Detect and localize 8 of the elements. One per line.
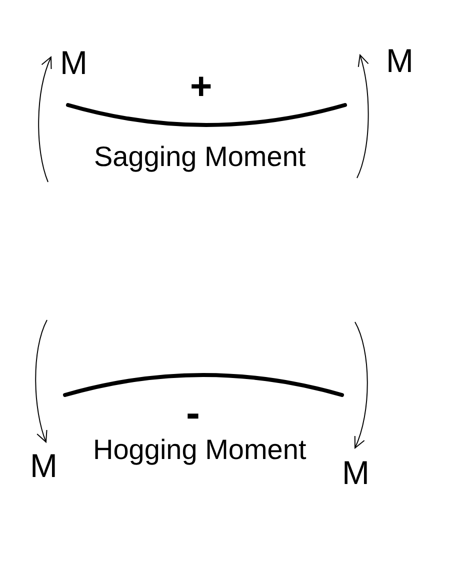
moment-label: M	[60, 46, 88, 79]
sign-symbol: -	[186, 392, 200, 434]
beam-caption: Hogging Moment	[93, 436, 306, 464]
sign-symbol: +	[190, 68, 212, 106]
moment-label: M	[342, 456, 370, 489]
moment-label: M	[30, 449, 58, 482]
beam-caption: Sagging Moment	[94, 143, 306, 171]
moment-label: M	[386, 44, 414, 77]
